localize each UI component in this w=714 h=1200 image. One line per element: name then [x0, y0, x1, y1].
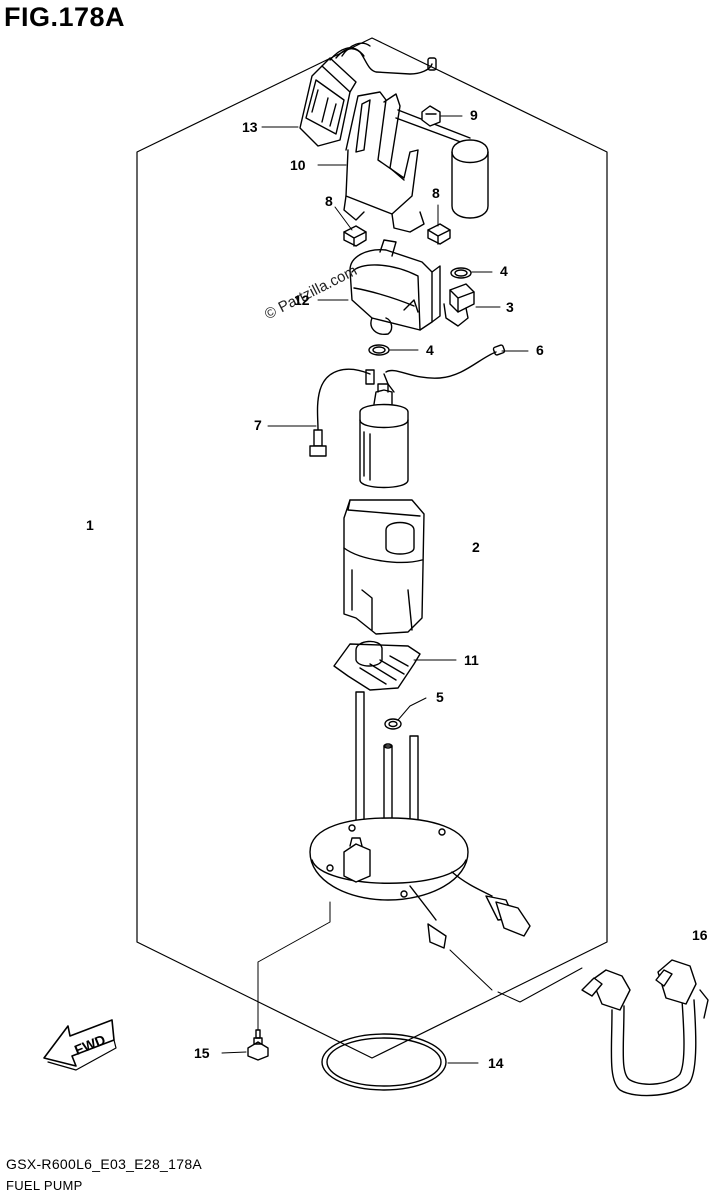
fig-title: FIG.178A	[4, 2, 126, 32]
callout-6: 6	[536, 342, 544, 358]
callout-15: 15	[194, 1045, 210, 1061]
part-14-gasket	[321, 1033, 447, 1091]
callout-14: 14	[488, 1055, 504, 1071]
callout-16: 16	[692, 927, 708, 943]
part-13-connector-bracket	[299, 42, 437, 147]
callout-11: 11	[464, 652, 479, 668]
callout-5: 5	[436, 689, 444, 705]
reference-dash-lines	[257, 901, 583, 1031]
part-5-o-ring-small	[384, 718, 402, 730]
callout-7: 7	[254, 417, 262, 433]
part-10-bracket	[343, 91, 471, 233]
callout-8-right: 8	[432, 185, 440, 201]
assembly-boundary-outline	[136, 37, 608, 1059]
part-4-o-ring-upper-inner	[454, 269, 468, 277]
callout-3: 3	[506, 299, 514, 315]
part-11-fuel-filter	[333, 640, 421, 691]
fuel-pump-plate-assembly	[309, 691, 531, 949]
fuel-level-float	[451, 139, 489, 219]
leader-lines	[221, 115, 529, 1064]
callout-2: 2	[472, 539, 480, 555]
callout-9: 9	[470, 107, 478, 123]
callout-13: 13	[242, 119, 258, 135]
part-15-bolt	[247, 1029, 269, 1061]
callout-10: 10	[290, 157, 306, 173]
part-8-screw-right	[427, 223, 451, 245]
part-9-fitting	[421, 105, 441, 127]
part-8-screw-left	[343, 225, 367, 247]
part-14-gasket-inner	[326, 1037, 442, 1087]
part-6-wire-lead	[383, 344, 506, 393]
part-4-o-ring-lower-inner	[372, 346, 386, 354]
part-7-wire-harness	[309, 368, 375, 457]
callout-12: 12	[294, 292, 310, 308]
part-4-o-ring-upper	[450, 267, 472, 279]
part-12-pump-cover	[349, 239, 441, 335]
diagram-caption: FUEL PUMP	[6, 1178, 83, 1193]
part-4-o-ring-lower	[368, 344, 390, 356]
callout-1: 1	[86, 517, 94, 533]
fuel-pump-motor	[359, 383, 409, 489]
part-16-fuel-hose	[581, 959, 709, 1097]
forward-direction-arrow: FWD	[43, 1019, 117, 1071]
part-3-pressure-regulator	[443, 283, 475, 327]
callout-4-upper: 4	[500, 263, 508, 279]
model-code: GSX-R600L6_E03_E28_178A	[6, 1156, 203, 1172]
callout-8-left: 8	[325, 193, 333, 209]
part-5-o-ring-small-inner	[388, 720, 398, 728]
callout-4-lower: 4	[426, 342, 434, 358]
part-2-pump-holder	[343, 499, 425, 635]
